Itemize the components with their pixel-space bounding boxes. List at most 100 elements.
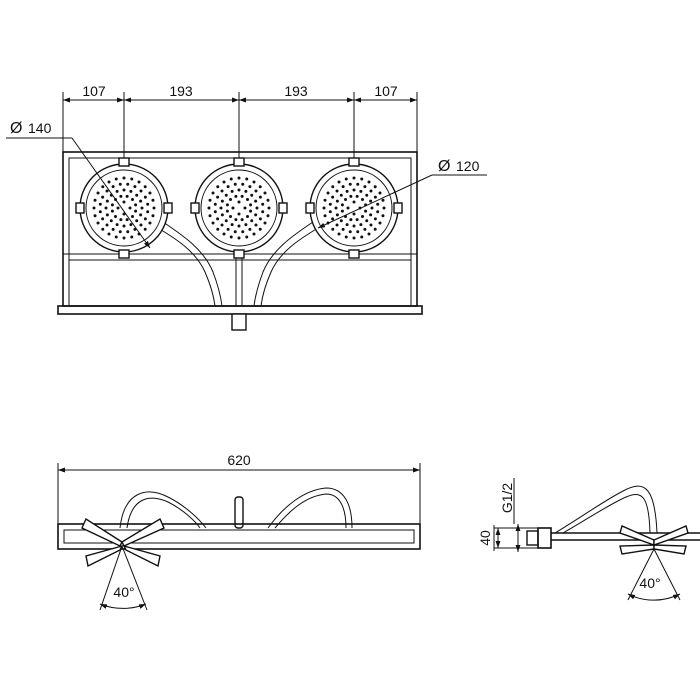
- shower-head-left: [75, 157, 173, 259]
- nozzle-dot: [356, 182, 360, 186]
- nozzle-dot: [341, 227, 345, 231]
- nozzle-dot: [211, 221, 215, 225]
- top-dim-extension-lines: [62, 92, 418, 160]
- nozzle-dot: [352, 236, 356, 240]
- nozzle-dot: [98, 202, 102, 206]
- leader-dia-140: [6, 137, 151, 249]
- nozzle-dot: [130, 198, 134, 202]
- nozzle-dot: [376, 210, 380, 214]
- nozzle-dot: [237, 212, 241, 216]
- nozzle-dot: [335, 223, 339, 227]
- nozzle-dot: [139, 199, 143, 203]
- nozzle-dot: [335, 189, 339, 193]
- nozzle-dot: [254, 213, 258, 217]
- nozzle-dot: [143, 227, 147, 231]
- nozzle-dot: [101, 217, 105, 221]
- nozzle-dot: [118, 230, 122, 234]
- nozzle-dot: [323, 214, 327, 218]
- nozzle-dot: [220, 199, 224, 203]
- nozzle-dot: [107, 180, 111, 184]
- nozzle-dot: [370, 206, 374, 210]
- nozzle-dot: [219, 206, 223, 210]
- nozzle-dot: [369, 189, 373, 193]
- nozzle-dot: [266, 214, 270, 218]
- nozzle-dot: [328, 202, 332, 206]
- nozzle-dot: [352, 188, 356, 192]
- nozzle-dot: [220, 223, 224, 227]
- nozzle-dot: [130, 177, 134, 181]
- nozzle-dot: [369, 213, 373, 217]
- nozzle-dot: [229, 177, 233, 181]
- nozzle-dot: [355, 194, 359, 198]
- nozzle-dot: [360, 214, 364, 218]
- side-view: 40 G1/2 40°: [477, 478, 700, 601]
- nozzle-dot: [111, 185, 115, 189]
- nozzle-dot: [240, 218, 244, 222]
- nozzle-dot: [115, 189, 119, 193]
- nozzle-dot: [237, 200, 241, 204]
- nozzle-dot: [134, 203, 138, 207]
- nozzle-dot: [335, 199, 339, 203]
- nozzle-dot: [266, 198, 270, 202]
- nozzle-dot: [220, 189, 224, 193]
- nozzle-dot: [143, 217, 147, 221]
- nozzle-dot: [258, 185, 262, 189]
- front-angle-label: 40°: [113, 584, 134, 600]
- front-spray-fan: [81, 517, 165, 611]
- nozzle-dot: [133, 185, 137, 189]
- nozzle-dot: [226, 227, 230, 231]
- nozzle-dot: [225, 209, 229, 213]
- dim-40-label: 40: [477, 530, 493, 546]
- nozzle-dot: [105, 189, 109, 193]
- nozzle-dot: [139, 223, 143, 227]
- nozzle-dot: [363, 227, 367, 231]
- nozzle-dot: [207, 206, 211, 210]
- nozzle-dot: [340, 209, 344, 213]
- nozzle-dot: [133, 227, 137, 231]
- nozzle-dot: [105, 213, 109, 217]
- nozzle-dot: [346, 206, 350, 210]
- nozzle-dot: [263, 221, 267, 225]
- dia-120-symbol: Ø: [438, 158, 450, 175]
- dia-120-label: 120: [456, 158, 480, 174]
- nozzle-dot: [216, 185, 220, 189]
- nozzle-dot: [118, 182, 122, 186]
- dim-107-left: 107: [82, 83, 106, 99]
- nozzle-dot: [340, 203, 344, 207]
- nozzle-dot: [244, 189, 248, 193]
- dim-193-right: 193: [284, 83, 308, 99]
- nozzle-dot: [116, 206, 120, 210]
- nozzle-dot: [101, 227, 105, 231]
- nozzle-dot: [241, 230, 245, 234]
- nozzle-dot: [378, 191, 382, 195]
- nozzle-dot: [115, 223, 119, 227]
- nozzle-dot: [359, 189, 363, 193]
- nozzle-dot: [337, 180, 341, 184]
- nozzle-dot: [339, 219, 343, 223]
- hoses: [157, 221, 319, 307]
- nozzle-dot: [381, 214, 385, 218]
- nozzle-dot: [93, 198, 97, 202]
- nozzle-dot: [339, 193, 343, 197]
- nozzle-dot: [376, 202, 380, 206]
- front-bar: [57, 523, 421, 550]
- nozzle-dot: [231, 206, 235, 210]
- nozzle-dot: [237, 224, 241, 228]
- nozzle-dot: [234, 218, 238, 222]
- nozzle-dot: [240, 194, 244, 198]
- nozzle-dot: [250, 193, 254, 197]
- nozzle-dot: [224, 219, 228, 223]
- nozzle-dot: [122, 188, 126, 192]
- nozzle-dot: [356, 230, 360, 234]
- nozzle-dot: [331, 185, 335, 189]
- nozzle-dot: [233, 230, 237, 234]
- dim-107-right: 107: [374, 83, 398, 99]
- nozzle-dot: [135, 193, 139, 197]
- nozzle-dot: [234, 194, 238, 198]
- nozzle-dot: [331, 227, 335, 231]
- nozzle-dot: [249, 209, 253, 213]
- nozzle-dot: [258, 217, 262, 221]
- nozzle-dot: [267, 206, 271, 210]
- nozzle-dot: [208, 214, 212, 218]
